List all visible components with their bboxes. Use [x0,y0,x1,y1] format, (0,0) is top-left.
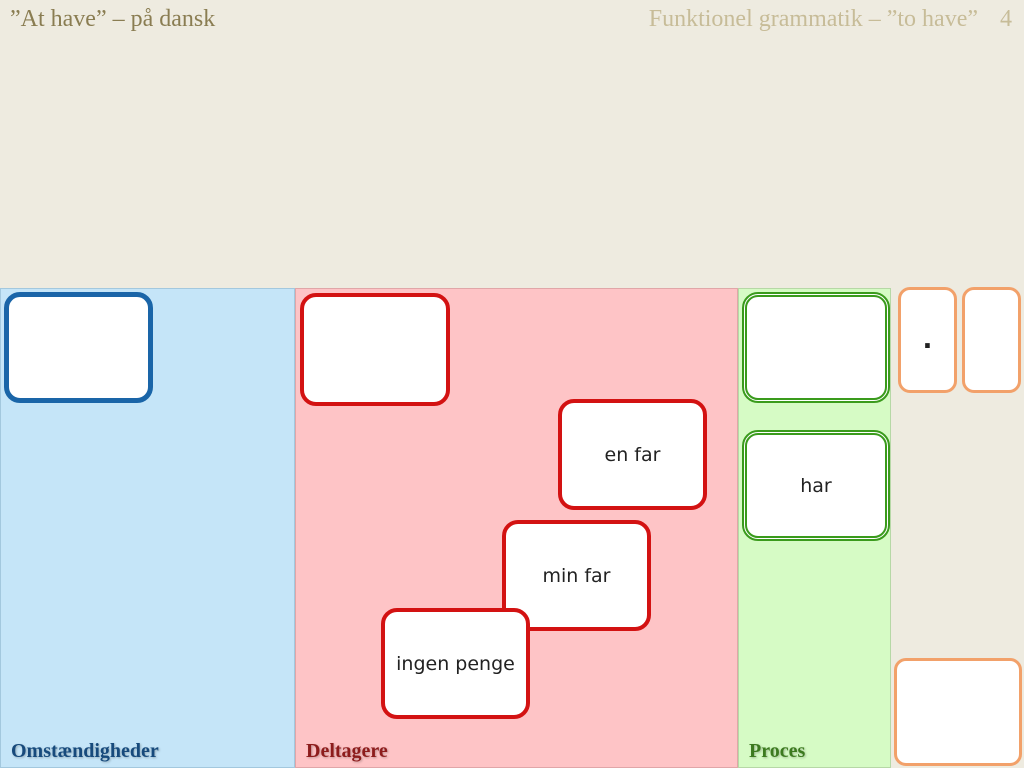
process-card-har[interactable]: har [742,430,890,541]
process-label: Proces [749,740,806,762]
extra-card-empty[interactable] [894,658,1022,766]
section-title: Funktionel grammatik – ”to have” [648,6,978,32]
slide-title: ”At have” – på dansk [10,6,216,32]
participant-card-ingen-penge[interactable]: ingen penge [381,608,530,719]
participants-label: Deltagere [306,740,388,762]
participant-card-empty[interactable] [300,293,450,406]
circumstance-card-empty[interactable] [4,292,153,403]
slide-header-right: Funktionel grammatik – ”to have” 4 [649,6,1012,33]
participant-card-en-far[interactable]: en far [558,399,707,510]
participant-card-min-far[interactable]: min far [502,520,651,631]
page-number: 4 [1000,6,1012,32]
process-card-empty[interactable] [742,292,890,403]
circumstances-label: Omstændigheder [11,740,159,762]
punctuation-card-empty[interactable] [962,287,1021,393]
punctuation-card-period[interactable]: . [898,287,957,393]
